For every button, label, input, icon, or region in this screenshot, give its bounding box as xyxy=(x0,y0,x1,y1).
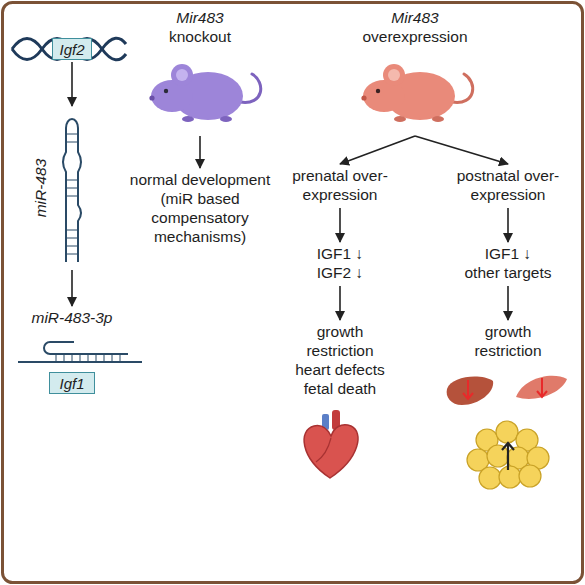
node-text: other targets xyxy=(464,263,551,282)
mouse-tail xyxy=(452,74,473,102)
node-text: prenatal over-expression xyxy=(285,166,395,204)
mirna-hairpin xyxy=(63,119,81,262)
mouse-nose xyxy=(361,95,366,100)
hairpin-strand xyxy=(63,119,81,262)
mouse-overexpression xyxy=(361,64,472,122)
flow-arrow xyxy=(415,136,508,164)
mouse-nose xyxy=(149,95,154,100)
mouse-ear xyxy=(171,64,193,86)
flow-arrow xyxy=(339,286,341,320)
gene-box: Igf2 xyxy=(52,38,92,60)
node-text: miR-483 xyxy=(31,159,50,218)
fat-cells-icon xyxy=(467,421,549,489)
dna-helix xyxy=(12,38,126,60)
node-text: IGF2 ↓ xyxy=(317,263,364,282)
decrease-arrow xyxy=(463,380,473,399)
hairpin-rungs xyxy=(66,134,78,254)
heart-detail xyxy=(316,438,331,462)
flow-arrow xyxy=(71,270,73,306)
mouse-tail xyxy=(240,74,261,102)
mouse-ear-inner xyxy=(388,69,400,81)
mouse-eye xyxy=(164,89,168,93)
node-text: overexpression xyxy=(362,27,467,46)
node-text: growth restriction xyxy=(285,322,395,360)
node-text: miR-483-3p xyxy=(32,308,113,327)
flow-arrow xyxy=(199,136,201,168)
node-text: IGF1 ↓ xyxy=(317,244,364,263)
liver-shape xyxy=(447,377,494,405)
heart-icon xyxy=(304,410,358,478)
flow-arrow xyxy=(339,208,341,242)
mouse-foot xyxy=(182,116,194,122)
mouse-ear-inner xyxy=(176,69,188,81)
outcome-text: growth restrictionheart defectsfetal dea… xyxy=(285,322,395,400)
mouse-eye xyxy=(376,89,380,93)
muscle-icon xyxy=(516,376,567,399)
mirna-strand xyxy=(44,342,128,354)
hairpin-region: miR-483 xyxy=(22,108,122,268)
mirna-label: miR-483-3p xyxy=(12,308,132,330)
fat-cell xyxy=(519,465,541,487)
node-text: Igf2 xyxy=(59,41,84,58)
dna-strand xyxy=(12,39,126,60)
node-text: growth restriction xyxy=(453,322,563,360)
fat-cell xyxy=(496,421,518,443)
binding-rungs xyxy=(56,354,120,362)
target-binding xyxy=(18,342,142,362)
mouse-foot xyxy=(432,116,444,122)
node-text: normal development (miR based compensato… xyxy=(122,170,278,246)
flow-arrow xyxy=(507,286,509,320)
gene-box: Igf1 xyxy=(49,372,95,394)
node-text: Mir483 xyxy=(176,8,223,27)
decrease-arrow xyxy=(537,378,547,397)
node-text: knockout xyxy=(169,27,231,46)
heart-shape xyxy=(304,425,358,478)
muscle-shape xyxy=(516,376,567,399)
condition-text: prenatal over-expression xyxy=(285,166,395,206)
model-heading: Mir483overexpression xyxy=(340,8,490,134)
outcome-text: normal development (miR based compensato… xyxy=(122,170,278,250)
outcome-text: growth restriction xyxy=(453,322,563,362)
effect-text: IGF1 ↓other targets xyxy=(458,244,558,284)
dna-strand xyxy=(12,38,126,59)
node-text: postnatal over-expression xyxy=(453,166,563,204)
node-text: heart defects xyxy=(295,360,385,379)
mouse-foot xyxy=(394,116,406,122)
flow-arrow xyxy=(507,208,509,242)
node-text: fetal death xyxy=(304,379,376,398)
flow-arrow xyxy=(340,136,415,164)
mouse-ear xyxy=(383,64,405,86)
frame-border xyxy=(3,3,583,583)
condition-text: postnatal over-expression xyxy=(453,166,563,206)
fat-cell xyxy=(499,466,521,488)
mouse-knockout xyxy=(149,64,260,122)
node-text: Mir483 xyxy=(391,8,438,27)
fat-cell xyxy=(479,467,501,489)
node-text: IGF1 ↓ xyxy=(485,244,532,263)
fat-cell xyxy=(487,445,509,467)
liver-icon xyxy=(447,377,494,405)
mouse-foot xyxy=(220,116,232,122)
node-text: Igf1 xyxy=(59,375,84,392)
increase-arrow xyxy=(502,443,514,470)
flow-arrow xyxy=(71,62,73,106)
effect-text: IGF1 ↓IGF2 ↓ xyxy=(300,244,380,284)
model-heading: Mir483knockout xyxy=(125,8,275,134)
